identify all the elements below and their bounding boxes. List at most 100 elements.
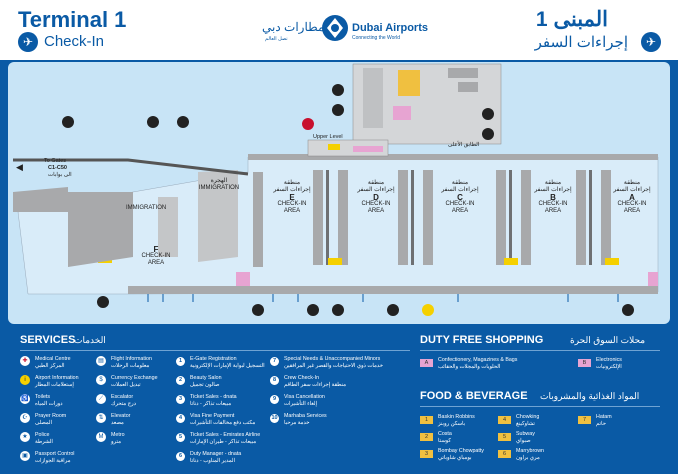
duty-key-a: A bbox=[420, 359, 433, 367]
checkin-subtitle: Check-In bbox=[44, 33, 105, 50]
area-e-label: منطقة إجراءات السفر E CHECK-IN AREA bbox=[272, 180, 312, 215]
service-beauty-en: Beauty Salon bbox=[190, 375, 222, 381]
service-metro-en: Metro bbox=[111, 432, 125, 438]
service-egate-ar: التسجيل لبوابة الإمارات الإلكترونية bbox=[190, 362, 265, 369]
area-f-label: F CHECK-IN AREA bbox=[136, 246, 176, 267]
service-currency-en: Currency Exchange bbox=[111, 375, 158, 381]
service-info-ar: إستعلامات المطار bbox=[35, 381, 74, 388]
header: Terminal 1 ✈ Check-In Dubai Airports Con… bbox=[0, 0, 678, 60]
duty-item-a-en: Confectionery, Magazines & Bags bbox=[438, 357, 518, 363]
area-b-ar2: إجراءات السفر bbox=[534, 187, 572, 193]
service-ticket-dnata-ar: مبيعات تذاكر - دناتا bbox=[190, 400, 232, 407]
upper-level-label: Upper Level bbox=[313, 134, 343, 140]
metro-icon: M bbox=[96, 432, 106, 442]
service-escalator-en: Escalator bbox=[111, 394, 134, 400]
police-icon: ★ bbox=[20, 432, 30, 442]
logo-tagline-ar: نصل العالم bbox=[265, 36, 288, 42]
service-ticket-emirates-en: Ticket Sales - Emirates Airline bbox=[190, 432, 261, 438]
plane-icon: ✈ bbox=[18, 32, 38, 52]
info-icon: i bbox=[20, 375, 30, 385]
service-passport-ar: مراقبة الجوازات bbox=[35, 457, 71, 464]
food-item-2-ar: كوستا bbox=[438, 437, 451, 444]
num-3-icon: 3 bbox=[176, 395, 185, 404]
food-item-4-en: Chowking bbox=[516, 414, 540, 420]
service-metro-ar: مترو bbox=[111, 438, 121, 445]
area-c-label: منطقة إجراءات السفر C CHECK-IN AREA bbox=[440, 180, 480, 215]
service-currency-ar: تبديل العملات bbox=[111, 381, 141, 388]
service-elevator-en: Elevator bbox=[111, 413, 131, 419]
service-prayer-ar: المصلى bbox=[35, 419, 52, 426]
food-item-5-ar: صبواي bbox=[516, 437, 531, 444]
service-medical-en: Medical Centre bbox=[35, 356, 71, 362]
service-toilets-en: Toilets bbox=[35, 394, 51, 400]
service-flight-info-ar: معلومات الرحلات bbox=[111, 362, 150, 369]
food-key-5: 5 bbox=[498, 433, 511, 441]
service-info-en: Airport Information bbox=[35, 375, 79, 381]
logo-text-en: Dubai Airports bbox=[352, 22, 428, 34]
service-visa-cancel-ar: إلغاء التأشيرات bbox=[284, 400, 317, 407]
num-6-icon: 6 bbox=[176, 452, 185, 461]
area-d-ar2: إجراءات السفر bbox=[357, 187, 395, 193]
service-police-ar: الشرطة bbox=[35, 438, 53, 445]
gates-label-ar: الى بوابات bbox=[48, 172, 72, 178]
area-c-ar1: منطقة bbox=[451, 180, 469, 186]
area-a-ar1: منطقة bbox=[623, 180, 641, 186]
food-title: FOOD & BEVERAGE bbox=[420, 390, 528, 402]
duty-item-b-en: Electronics bbox=[596, 357, 622, 363]
prayer-icon: ☪ bbox=[20, 413, 30, 423]
area-a-ar2: إجراءات السفر bbox=[613, 187, 651, 193]
area-b-ar1: منطقة bbox=[544, 180, 562, 186]
service-prayer-en: Prayer Room bbox=[35, 413, 67, 419]
terminal-title-ar: المبنى 1 bbox=[535, 8, 608, 31]
service-visa-fine-ar: مكتب دفع مخالفات التأشيرات bbox=[190, 419, 256, 426]
service-visa-fine-en: Visa Fine Payment bbox=[190, 413, 235, 419]
area-d-letter: D bbox=[373, 193, 379, 202]
terminal-map: To Gates C1-C50 الى بوابات ◀ الهجرة IMMI… bbox=[8, 62, 670, 324]
num-4-icon: 4 bbox=[176, 414, 185, 423]
map-drawing bbox=[13, 63, 659, 316]
food-item-6-en: Marrybrown bbox=[516, 448, 544, 454]
service-duty-manager-en: Duty Manager - dnata bbox=[190, 451, 242, 457]
area-b-label: منطقة إجراءات السفر B CHECK-IN AREA bbox=[533, 180, 573, 215]
immigration-label-ar: الهجرة bbox=[210, 178, 228, 184]
plane-icon-right: ✈ bbox=[641, 32, 661, 52]
service-escalator-ar: درج متحرك bbox=[111, 400, 136, 407]
area-c-text: CHECK-IN AREA bbox=[445, 201, 475, 214]
services-divider bbox=[20, 350, 410, 351]
service-medical-ar: المركز الطبي bbox=[35, 362, 65, 369]
num-9-icon: 9 bbox=[270, 395, 279, 404]
service-beauty-ar: صالون تجميل bbox=[190, 381, 220, 388]
food-item-2-en: Costa bbox=[438, 431, 452, 437]
duty-free-divider bbox=[420, 350, 660, 351]
food-item-6-ar: مري براون bbox=[516, 454, 540, 461]
dubai-airports-logo-icon bbox=[322, 15, 348, 41]
gates-arrow-icon: ◀ bbox=[16, 162, 23, 172]
toilets-icon: ♿ bbox=[20, 394, 30, 404]
food-key-7: 7 bbox=[578, 416, 591, 424]
food-key-1: 1 bbox=[420, 416, 433, 424]
area-c-ar2: إجراءات السفر bbox=[441, 187, 479, 193]
food-title-ar: المواد الغذائية والمشروبات bbox=[540, 391, 640, 401]
elevator-icon: ⇅ bbox=[96, 413, 106, 423]
duty-item-a-ar: الحلويات والمجلات والحقائب bbox=[438, 363, 501, 370]
service-duty-manager-ar: المدير المناوب - دناتا bbox=[190, 457, 235, 464]
area-c-letter: C bbox=[457, 193, 463, 202]
area-f-letter: F bbox=[153, 245, 159, 254]
